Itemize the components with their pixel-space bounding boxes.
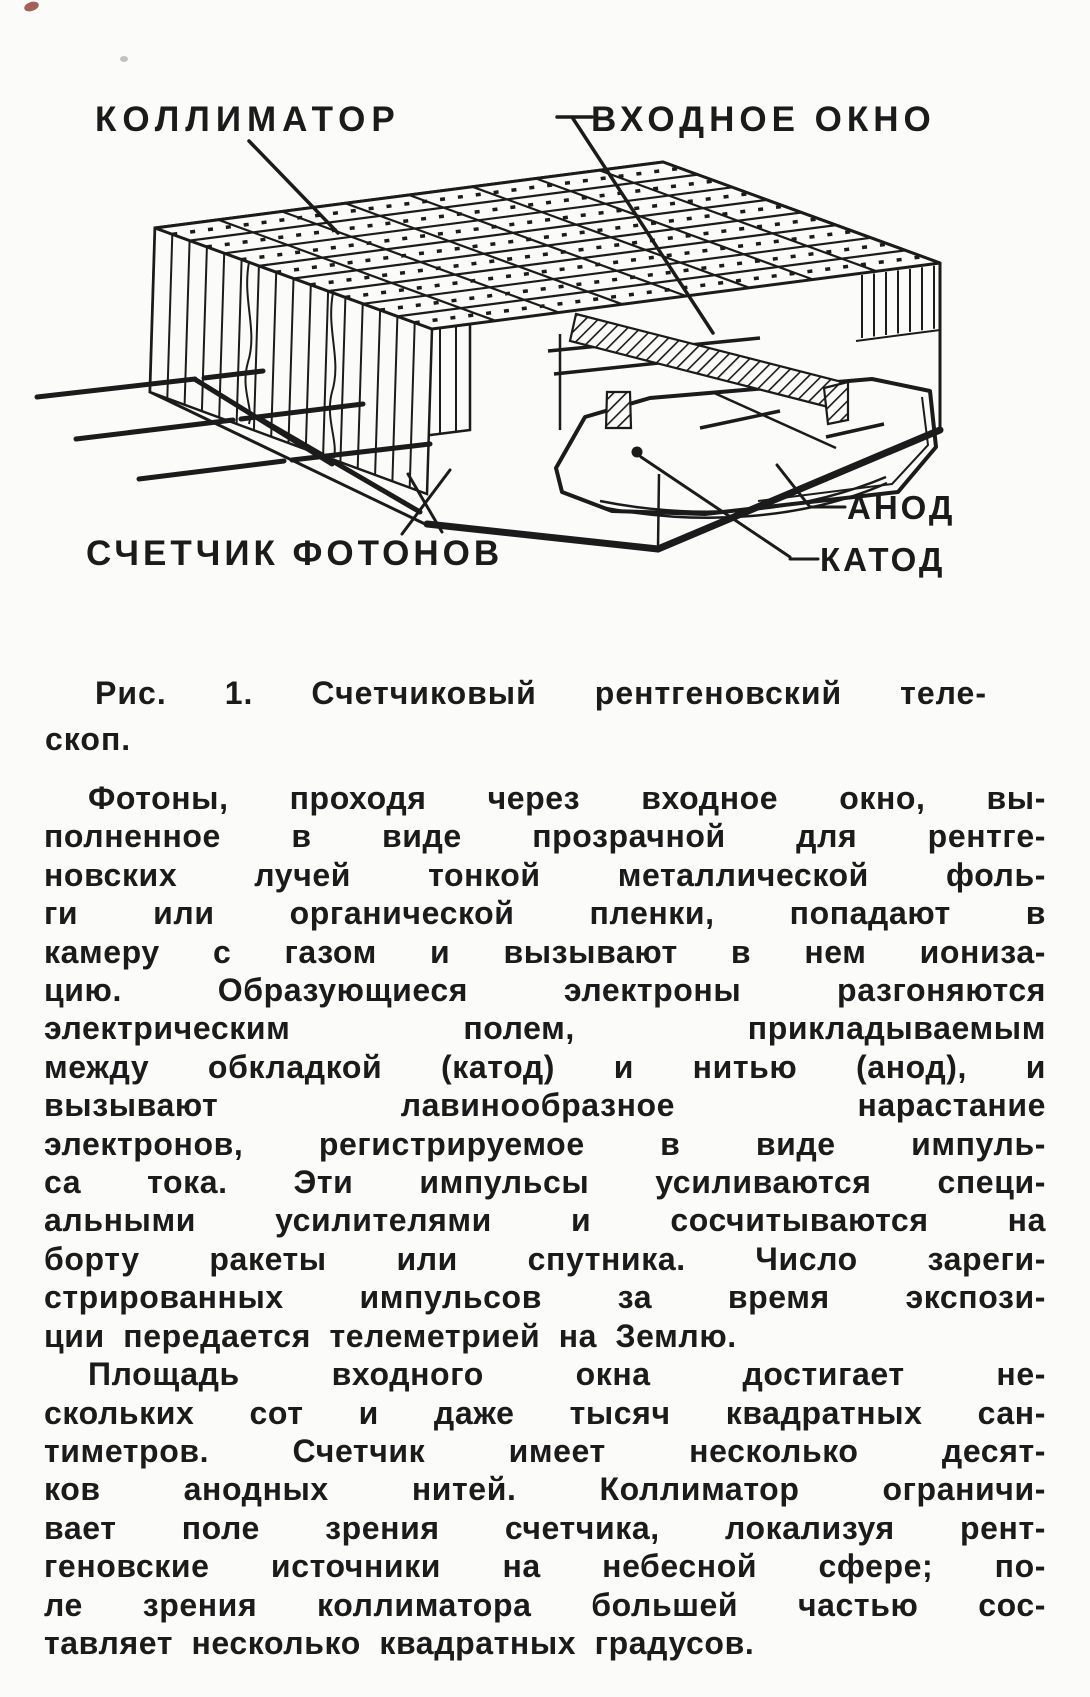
text-line: тиметров. Счетчик имеет несколько десят- xyxy=(44,1432,1046,1469)
grid-cell-ticks xyxy=(172,166,923,325)
entrance-window-column xyxy=(604,390,633,430)
text-line: вает поле зрения счетчика, локализуя рен… xyxy=(44,1509,1046,1546)
body-text: Фотоны, проходя через входное окно, вы-п… xyxy=(44,779,1046,1662)
text-line: камеру с газом и вызывают в нем иониза- xyxy=(44,933,1046,970)
xray-telescope-diagram: КОЛЛИМАТОР ВХОДНОЕ ОКНО АНОД КАТОД СЧЕТЧ… xyxy=(34,100,955,578)
interior-shading-dashes xyxy=(547,336,885,439)
paragraph-2: Площадь входного окна достигает не-сколь… xyxy=(44,1355,1046,1662)
text-line: электронов, регистрируемое в виде импуль… xyxy=(44,1125,1046,1162)
interior-slats xyxy=(855,265,941,342)
text-line: са тока. Эти импульсы усиливаются специ- xyxy=(44,1164,1046,1201)
cathode-reference-dot xyxy=(631,446,643,458)
anode-leader xyxy=(775,463,847,509)
grid-lines-b xyxy=(218,169,877,322)
text-line: Фотоны, проходя через входное окно, вы- xyxy=(88,780,1046,816)
text-line: вызывают лавинообразное нарастание xyxy=(44,1087,1046,1124)
photon-counter-label: СЧЕТЧИК ФОТОНОВ xyxy=(86,534,503,573)
entrance-window-label: ВХОДНОЕ ОКНО xyxy=(591,100,936,139)
collimator-leader xyxy=(247,139,340,235)
text-line: ле зрения коллиматора большей частью сос… xyxy=(44,1586,1046,1623)
text-line: Площадь входного окна достигает не- xyxy=(88,1356,1046,1393)
paragraph-1: Фотоны, проходя через входное окно, вы-п… xyxy=(44,779,1046,1355)
cathode-leader xyxy=(639,455,820,561)
text-line: электрическим полем, прикладываемым xyxy=(44,1010,1046,1047)
cathode-plate-inner-line xyxy=(757,396,930,502)
caption-line: Рис. 1. Счетчиковый рентгеновский теле- xyxy=(95,675,987,711)
text-line: цию. Образующиеся электроны разгоняются xyxy=(44,972,1046,1009)
figure-caption: Рис. 1. Счетчиковый рентгеновский теле- … xyxy=(45,670,987,762)
text-line: между обкладкой (катод) и нитью (анод), … xyxy=(44,1048,1046,1085)
box-bottom-edge xyxy=(423,426,944,553)
slat-lines xyxy=(166,234,416,488)
text-line: ков анодных нитей. Коллиматор ограничи- xyxy=(44,1471,1046,1508)
scan-speck xyxy=(120,56,128,62)
text-line: тавляет несколько квадратных градусов. xyxy=(44,1624,755,1661)
text-line: альными усилителями и сосчитываются на xyxy=(44,1202,1046,1239)
text-line: новских лучей тонкой металлической фоль- xyxy=(44,856,1046,893)
photon-rays xyxy=(34,368,433,515)
collimator-top-grid xyxy=(154,160,941,331)
leader-lines xyxy=(247,115,847,561)
text-line: ции передается телеметрией на Землю. xyxy=(44,1317,737,1354)
foil-wavy-lines xyxy=(244,261,337,459)
text-line: геновские источники на небесной сфере; п… xyxy=(44,1548,1046,1585)
text-line: ги или органической пленки, попадают в xyxy=(44,895,1046,932)
counter-interior xyxy=(547,265,941,549)
text-line: полненное в виде прозрачной для рентге- xyxy=(44,818,1046,855)
anode-label: АНОД xyxy=(847,489,955,526)
collimator-label: КОЛЛИМАТОР xyxy=(95,100,401,139)
entrance-window-leader xyxy=(555,115,715,335)
text-line: скольких сот и даже тысяч квадратных сан… xyxy=(44,1394,1046,1431)
text-line: стрированных импульсов за время экспози- xyxy=(44,1279,1046,1316)
caption-line: скоп. xyxy=(45,721,132,757)
photon-counter-leader xyxy=(400,468,452,536)
entrance-window-end xyxy=(822,380,850,426)
cathode-support-line xyxy=(711,390,837,450)
text-line: борту ракеты или спутника. Число зареги- xyxy=(44,1240,1046,1277)
cathode-label: КАТОД xyxy=(820,541,945,578)
